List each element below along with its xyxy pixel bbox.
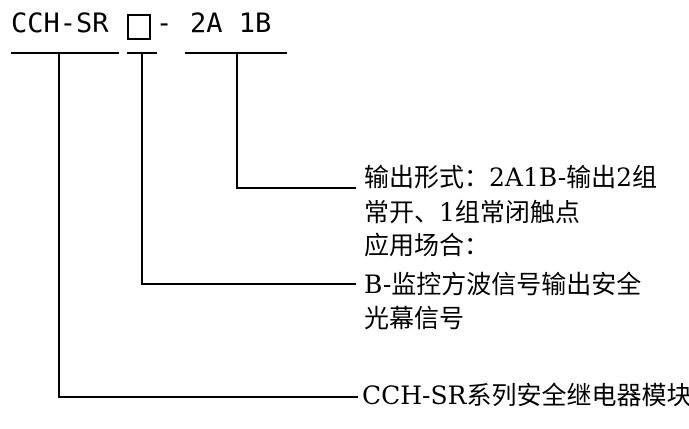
application-leader-horizontal: [141, 283, 356, 285]
option-placeholder-box: [127, 14, 151, 40]
code-dash: -: [156, 8, 173, 39]
series-leader-horizontal: [58, 396, 358, 398]
series-description: CCH-SR系列安全继电器模块: [362, 381, 689, 410]
output-form-line-1: 输出形式：2A1B-输出2组: [364, 163, 658, 192]
application-line-2: B-监控方波信号输出安全: [364, 270, 642, 299]
application-line-1: 应用场合：: [364, 231, 490, 260]
output-leader-horizontal: [236, 187, 356, 189]
output-option-code: 2A 1B: [190, 8, 272, 39]
application-line-3: 光幕信号: [364, 304, 465, 333]
application-leader-vertical: [141, 53, 143, 285]
output-leader-vertical: [236, 53, 238, 189]
series-leader-vertical: [58, 53, 60, 398]
series-underline: [11, 52, 119, 54]
series-code: CCH-SR: [11, 8, 109, 39]
output-form-line-2: 常开、1组常闭触点: [364, 198, 580, 227]
